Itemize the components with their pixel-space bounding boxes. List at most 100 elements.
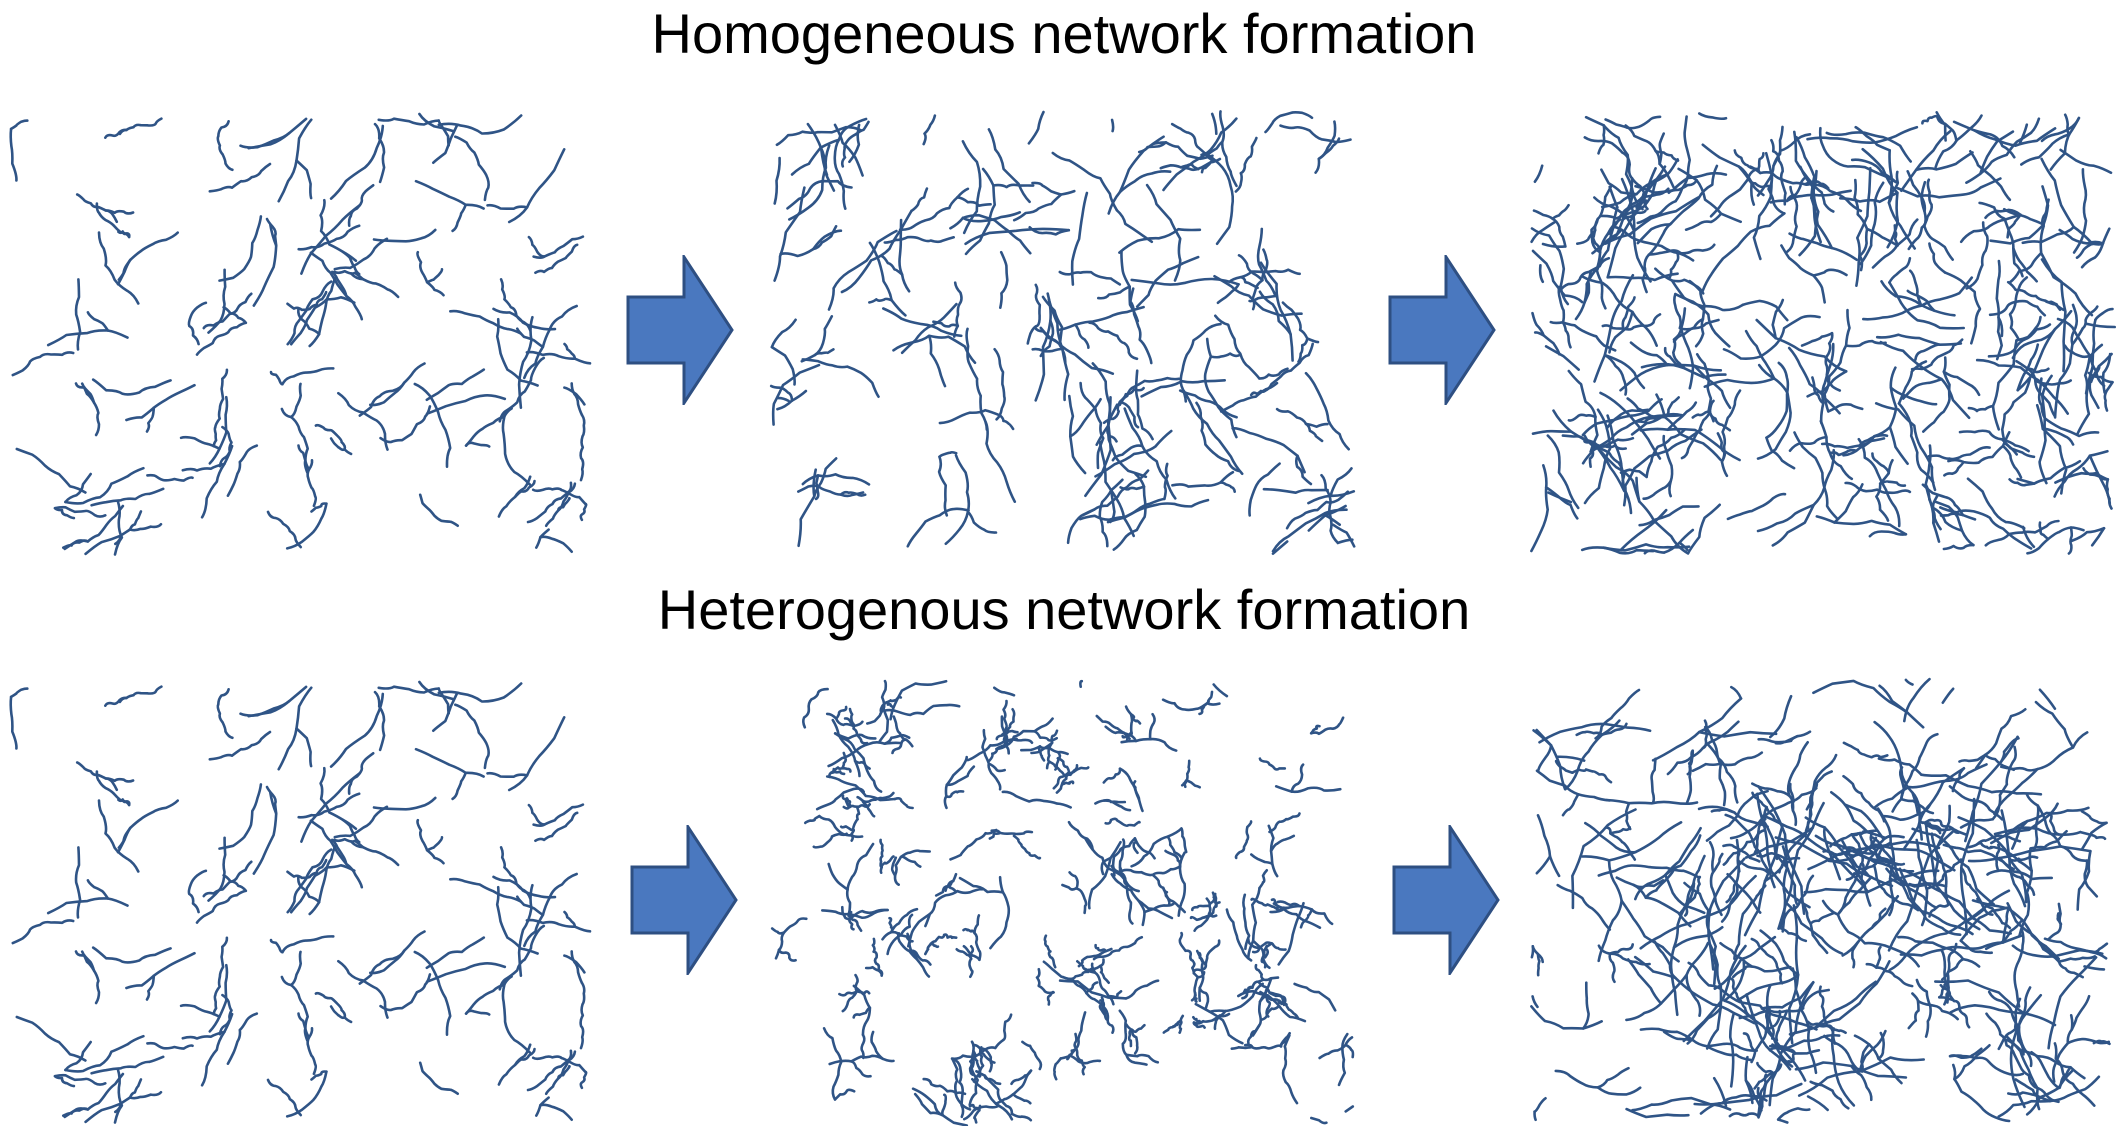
fiber-strand [1877,757,1923,776]
fiber-strand [1178,931,1195,962]
fiber-strand [1875,333,1963,346]
fiber-strand [437,682,523,703]
fiber-strand [1947,431,2011,465]
fiber-strand [1180,827,1188,854]
fiber-strand [437,687,450,715]
fiber-strand [1276,906,1290,912]
homogeneous-stage-2 [768,108,1358,558]
fiber-strand [2090,526,2106,547]
fiber-strand [295,159,313,200]
fiber-strand [1051,151,1119,212]
fiber-strand [1677,167,1742,224]
fiber-strand [841,794,851,809]
fiber-strand [1331,523,1356,548]
fiber-strand [1872,843,1956,872]
fiber-strand [1805,770,1833,811]
fiber-strand [1943,942,1958,1006]
fiber-strand [776,396,790,403]
fiber-strand [1844,339,1887,348]
fiber-strand [964,167,996,256]
fiber-strand [97,799,140,873]
fiber-strand [1118,376,1181,407]
fiber-strand [1026,283,1042,345]
fiber-strand [1858,433,1889,447]
fiber-strand [1698,112,1728,121]
fiber-strand [2079,830,2107,841]
fiber-strand [1911,827,1995,906]
fiber-strand [1584,115,1644,211]
fiber-strand [1094,943,1107,953]
fiber-strand [1904,678,1914,686]
fiber-strand [531,487,587,506]
homogeneous-stage-3 [1528,108,2118,558]
fiber-strand [1720,1093,1768,1105]
fiber-strand [1162,117,1238,192]
fiber-strand [937,455,949,517]
fiber-strand [501,980,532,1054]
fiber-strand [1231,426,1306,474]
fiber-strand [944,454,971,546]
fiber-strand [1999,737,2020,763]
fiber-strand [1760,981,1815,1010]
fiber-strand [2081,305,2099,330]
fiber-strand [226,1012,259,1065]
fiber-strand [1597,124,1606,155]
fiber-strand [86,311,110,332]
fiber-strand [922,1077,967,1096]
fiber-strand [1940,948,1950,1004]
fiber-strand [1137,899,1174,920]
fiber-strand [797,468,817,548]
fiber-strand [771,363,821,426]
fiber-strand [1767,1009,1782,1031]
fiber-strand [1002,1013,1013,1042]
fiber-strand [1777,801,1825,930]
fiber-strand [786,179,853,210]
fiber-strand [1788,435,1828,452]
fiber-strand [1205,152,1235,246]
fiber-strand [1843,803,1885,840]
fiber-strand [1815,515,1908,536]
fiber-strand [1934,500,1964,532]
fiber-strand [984,420,1017,503]
fiber-strand [425,836,444,852]
fiber-strand [2008,276,2029,341]
fiber-strand [1806,125,1919,144]
fiber-strand [416,818,445,865]
fiber-strand [1099,964,1110,984]
fiber-strand [2105,478,2113,510]
fiber-strand [1932,506,1975,547]
fiber-strand [1057,305,1145,332]
fiber-strand [418,112,455,133]
fiber-strand [531,1055,587,1074]
fiber-strand [1285,490,1350,530]
fiber-strand [924,887,984,928]
fiber-strand [961,211,1022,223]
fiber-strand [1728,1011,1736,1088]
fiber-strand [9,119,29,131]
fiber-strand [1993,826,2082,836]
fiber-strand [1893,224,1899,247]
fiber-strand [1131,1023,1146,1034]
fiber-strand [1995,259,2004,338]
fiber-strand [413,950,452,1036]
fiber-strand [2053,1042,2096,1107]
fiber-strand [1537,744,1553,772]
fiber-strand [1271,508,1348,553]
fiber-strand [1195,401,1240,473]
fiber-strand [90,1055,165,1075]
fiber-strand [516,895,545,917]
fiber-strand [1171,1019,1182,1028]
fiber-strand [910,187,929,213]
fiber-strand [295,727,313,768]
fiber-strand [1193,897,1212,932]
fiber-strand [848,123,861,164]
fiber-strand [833,117,868,210]
fiber-strand [1179,163,1200,171]
fiber-strand [1695,353,1715,423]
fiber-strand [1084,396,1112,498]
fiber-strand [418,680,455,701]
fiber-strand [954,1059,965,1119]
fiber-strand [1276,900,1301,908]
fiber-strand [1990,806,2090,845]
fiber-strand [1602,546,1655,555]
